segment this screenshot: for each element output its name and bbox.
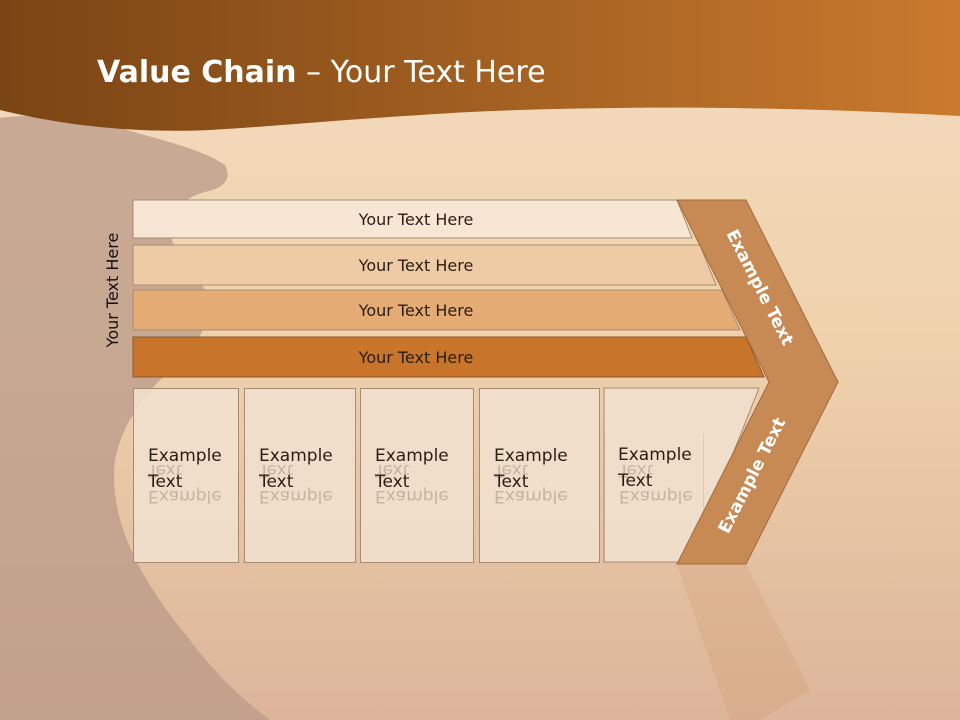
box-5-line-1: Example xyxy=(618,445,692,465)
bar-2: Your Text Here xyxy=(133,246,699,284)
box-4-line-2: Text xyxy=(494,472,529,492)
box-2-reflection-line-2: Text xyxy=(259,460,294,480)
bar-4: Your Text Here xyxy=(133,338,699,376)
silhouette-figure xyxy=(0,115,270,720)
box-5-reflection-line-2: Text xyxy=(619,460,654,480)
bar-1-shape xyxy=(132,199,693,239)
box-4-reflection-line-1: Example xyxy=(494,486,568,506)
box-2-reflection-line-1: Example xyxy=(259,486,333,506)
box-1-reflection-line-2: Text xyxy=(148,460,183,480)
chevron-reflection xyxy=(677,564,810,720)
box-1-reflection: Example Text xyxy=(133,433,239,563)
bar-3-label: Your Text Here xyxy=(358,300,474,320)
activity-box-3: Example Text xyxy=(360,388,474,563)
box-5-reflection: Example Text xyxy=(604,433,704,563)
bar-2-label: Your Text Here xyxy=(358,255,474,275)
activity-box-2: Example Text xyxy=(244,388,356,563)
box-2-line-2: Text xyxy=(259,472,294,492)
slide-title: Value Chain – Your Text Here xyxy=(97,55,546,90)
activity-box-4: Example Text xyxy=(479,388,600,563)
box-2-line-1: Example xyxy=(259,446,333,466)
header-banner xyxy=(0,0,960,131)
box-5-reflection-line-1: Example xyxy=(619,486,693,506)
title-rest: – Your Text Here xyxy=(296,55,546,90)
activity-box-1: Example Text xyxy=(133,388,239,563)
box-4-reflection-line-2: Text xyxy=(494,460,529,480)
bar-4-label: Your Text Here xyxy=(358,347,474,367)
box-1-line-1: Example xyxy=(148,446,222,466)
box-3-line-1: Example xyxy=(375,446,449,466)
bar-3: Your Text Here xyxy=(133,291,699,329)
box-3-reflection-line-2: Text xyxy=(375,460,410,480)
box-4-reflection: Example Text xyxy=(479,433,600,563)
bar-4-shape xyxy=(132,336,765,378)
bar-2-shape xyxy=(132,244,717,286)
title-bold: Value Chain xyxy=(97,55,297,90)
bar-1: Your Text Here xyxy=(133,200,699,238)
activity-box-5: Example Text xyxy=(604,388,704,563)
box-5-line-2: Text xyxy=(618,471,653,491)
box-3-reflection: Example Text xyxy=(360,433,474,563)
box-4-line-1: Example xyxy=(494,446,568,466)
bar-3-shape xyxy=(132,289,741,331)
box-2-reflection: Example Text xyxy=(244,433,356,563)
chevron-arrow xyxy=(676,199,839,565)
box-1-reflection-line-1: Example xyxy=(148,486,222,506)
bar-1-label: Your Text Here xyxy=(358,209,474,229)
box-3-reflection-line-1: Example xyxy=(375,486,449,506)
box-1-line-2: Text xyxy=(148,472,183,492)
box-3-line-2: Text xyxy=(375,472,410,492)
